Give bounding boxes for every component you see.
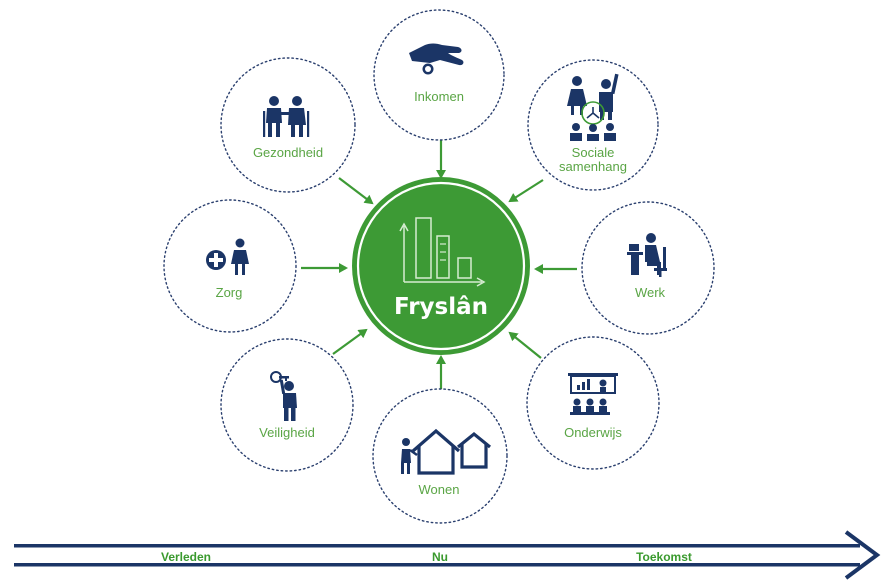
care-cross-person-icon [206,238,249,275]
label-gezondheid: Gezondheid [253,145,323,160]
hand-coin-icon [409,43,464,75]
timeline-bar-bottom [14,563,860,567]
timeline-arrowhead [844,530,881,580]
arrow-from-sociale-samenhang [508,179,544,203]
elderly-couple-icon [263,96,310,137]
arrow-from-gezondheid [338,177,374,205]
timeline-label-toekomst: Toekomst [636,550,692,564]
center-node: Fryslân [352,177,530,355]
classroom-icon [568,373,618,415]
circle-werk [581,201,715,335]
label-inkomen: Inkomen [414,89,464,104]
label-sociale-samenhang-line1: Sociale [572,145,615,160]
social-cohesion-icon [567,73,619,141]
node-labels: Inkomen Sociale samenhang Werk Onderwijs… [216,89,666,497]
center-label: Fryslân [394,294,488,320]
circle-wonen [372,388,508,524]
label-sociale-samenhang-line2: samenhang [559,159,627,174]
label-werk: Werk [635,285,666,300]
timeline-bar-top [14,544,860,548]
houses-icon [401,428,492,475]
label-onderwijs: Onderwijs [564,425,622,440]
circle-zorg [163,199,297,333]
connector-arrows [301,138,577,392]
label-wonen: Wonen [419,482,460,497]
person-key-icon [270,371,297,421]
timeline-label-nu: Nu [432,550,448,564]
center-circle-outer [352,177,530,355]
office-worker-icon [627,233,667,277]
timeline: Verleden Nu Toekomst [14,530,881,580]
bar-chart-icon [399,217,486,287]
arrow-from-onderwijs [508,331,542,359]
circle-inkomen [373,9,505,141]
arrow-from-veiligheid [332,328,368,355]
label-veiligheid: Veiligheid [259,425,315,440]
label-zorg: Zorg [216,285,243,300]
center-circle-ring [356,181,526,351]
timeline-label-verleden: Verleden [161,550,211,564]
